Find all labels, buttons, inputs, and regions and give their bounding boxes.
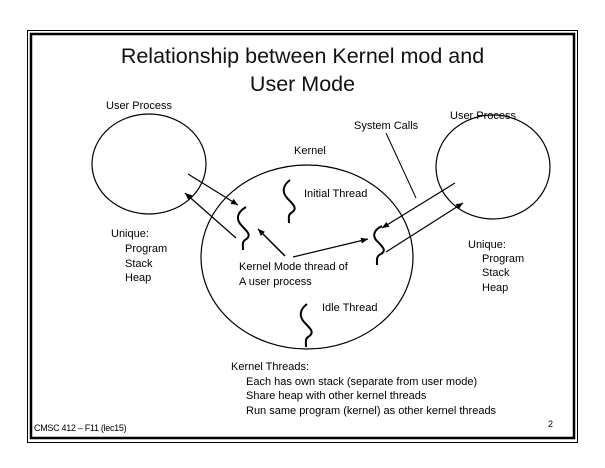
kernel-threads-item: Each has own stack (separate from user m…: [246, 376, 478, 388]
left-unique-heap: Heap: [125, 272, 152, 284]
right-unique-program: Program: [482, 253, 525, 265]
slide-title-line-2: User Mode: [249, 72, 356, 96]
right-unique-heap: Heap: [482, 282, 509, 294]
left-user-process-label: User Process: [106, 100, 173, 112]
idle-thread-label: Idle Thread: [322, 302, 378, 314]
arrow-kmt-to-left-thread: [257, 228, 286, 257]
right-kernel-thread-icon: [373, 225, 385, 266]
right-user-process-circle: [435, 114, 551, 220]
initial-thread-label: Initial Thread: [304, 188, 368, 200]
right-unique-stack: Stack: [482, 267, 510, 279]
arrow-kernel-to-user-left: [184, 192, 237, 239]
footer-course-label: CMSC 412 – F11 (lec15): [34, 423, 127, 433]
kernel-mode-thread-label-line-2: A user process: [239, 276, 312, 288]
system-calls-label: System Calls: [354, 120, 419, 132]
left-kernel-thread-icon: [236, 206, 250, 251]
left-unique-stack: Stack: [125, 258, 153, 270]
kernel-circle: [200, 164, 414, 350]
kernel-threads-heading: Kernel Threads:: [231, 361, 310, 373]
initial-thread-icon: [282, 179, 296, 224]
arrow-user-to-kernel-left: [187, 173, 239, 206]
left-unique-program: Program: [125, 243, 168, 255]
slide-frame-inner: [29, 32, 576, 440]
page-number: 2: [548, 419, 554, 429]
right-unique-heading: Unique:: [468, 239, 506, 251]
idle-thread-icon: [299, 303, 313, 348]
kernel-label: Kernel: [294, 145, 326, 157]
arrow-user-to-kernel-right: [381, 182, 456, 229]
kernel-mode-thread-label-line-1: Kernel Mode thread of: [239, 261, 348, 273]
arrow-kmt-to-right-thread: [292, 237, 369, 258]
right-user-process-label: User Process: [450, 110, 517, 122]
slide-title-line-1: Relationship between Kernel mod and: [120, 44, 485, 68]
system-calls-pointer: [385, 132, 417, 199]
kernel-threads-item: Share heap with other kernel threads: [246, 390, 427, 402]
slide-frame-outer: [27, 30, 578, 443]
arrow-kernel-to-user-right: [385, 202, 464, 253]
left-unique-heading: Unique:: [111, 228, 149, 240]
kernel-threads-item: Run same program (kernel) as other kerne…: [246, 405, 497, 417]
left-user-process-circle: [91, 113, 207, 215]
